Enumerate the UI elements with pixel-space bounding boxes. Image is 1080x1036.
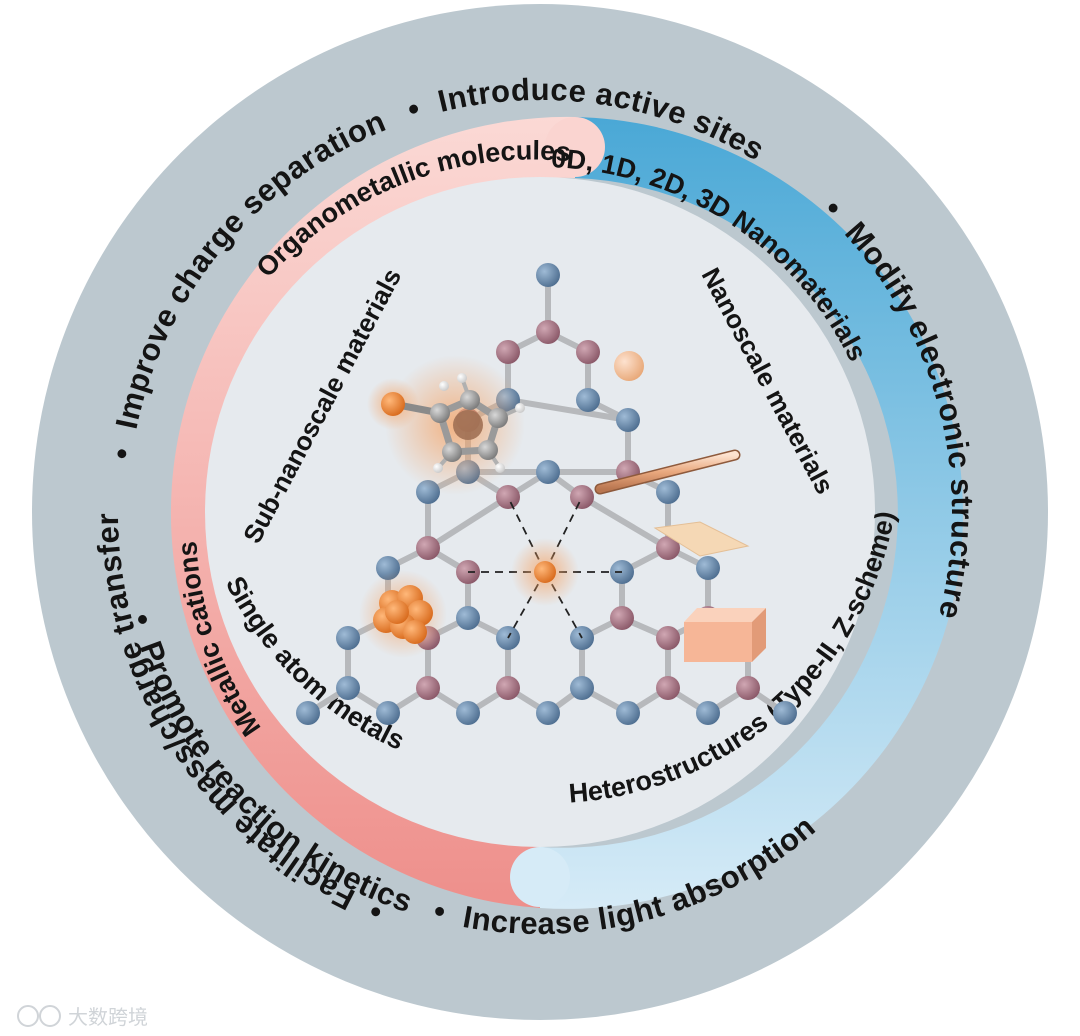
lattice-node-mauve [610,606,634,630]
lattice-node-mauve [416,676,440,700]
lattice-node-blue [536,701,560,725]
lattice-node-mauve [736,676,760,700]
lattice-bond [507,397,629,423]
lattice-node-mauve [536,320,560,344]
lattice-node-mauve [570,485,594,509]
nanoparticle-sphere [614,351,644,381]
organometallic-molecule [367,355,525,495]
lattice-node-blue [536,263,560,287]
sub-nanoscale-band-cap-top [545,117,605,177]
lattice-node-blue [296,701,320,725]
lattice-node-blue [376,701,400,725]
lattice-node-mauve [416,536,440,560]
lattice-bond [580,494,670,551]
lattice-node-mauve [656,626,680,650]
lattice-bond [426,494,510,551]
watermark-text: 大数跨境 [68,1005,148,1029]
lattice-node-blue [656,480,680,504]
watermark: 大数跨境 [17,1005,148,1029]
lattice-node-blue [616,701,640,725]
nanocube [684,608,766,662]
lattice-node-blue [696,701,720,725]
lattice-node-blue [570,676,594,700]
nanosheet [653,521,750,557]
lattice-node-mauve [496,676,520,700]
lattice-node-mauve [576,340,600,364]
watermark-logo-icon-inner [39,1005,61,1027]
bullet: • [103,445,139,461]
inner-disc [205,177,875,847]
lattice-node-mauve [496,485,520,509]
lattice-node-blue [696,556,720,580]
lattice-node-blue [456,701,480,725]
single-atom [534,561,556,583]
metal-cluster [359,570,447,658]
nanoscale-band-cap-bottom [510,847,570,907]
watermark-logo-icon [17,1005,39,1027]
lattice-node-blue [336,676,360,700]
lattice-node-blue [456,606,480,630]
lattice-node-blue [336,626,360,650]
nanoscale-band [540,117,963,909]
coordination-lines [468,496,622,639]
lattice-node-blue [616,408,640,432]
lattice-node-mauve [496,340,520,364]
lattice-node-blue [536,460,560,484]
lattice-node-mauve [656,536,680,560]
lattice-node-blue [576,388,600,412]
nanorod [594,449,741,495]
lattice-node-blue [773,701,797,725]
lattice-node-mauve [656,676,680,700]
